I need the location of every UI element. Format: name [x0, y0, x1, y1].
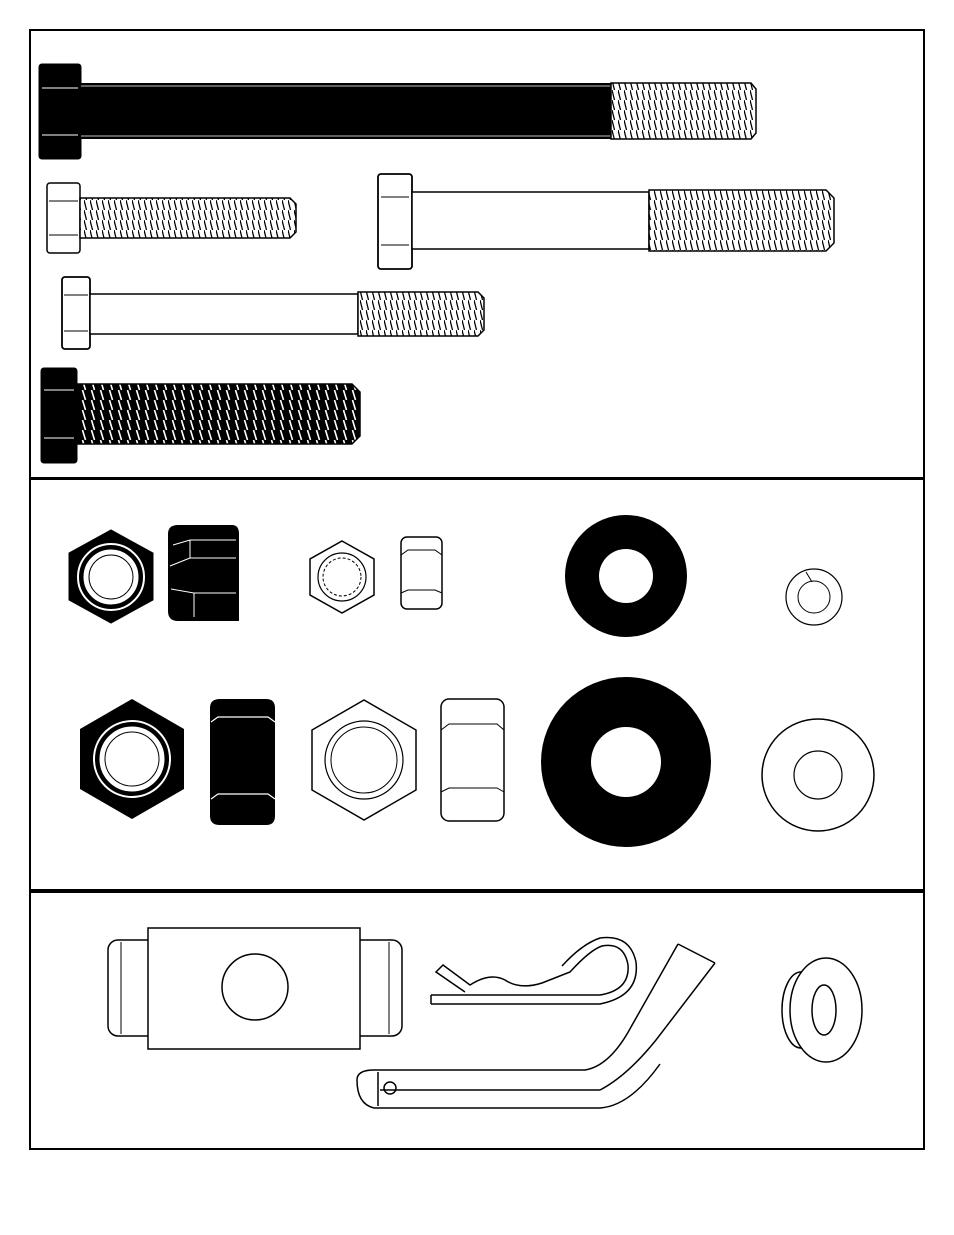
- large-hex-nut: [312, 700, 416, 820]
- large-flat-washer: [762, 719, 874, 831]
- large-black-washer: [541, 677, 711, 847]
- large-lock-nut: [80, 699, 184, 819]
- small-threaded-bolt: [47, 183, 296, 253]
- small-hex-nut-side: [401, 537, 442, 609]
- large-lock-nut-side: [210, 699, 275, 825]
- large-black-bolt: [39, 64, 756, 159]
- hairpin-clip: [431, 938, 636, 1005]
- grommet: [782, 958, 862, 1062]
- black-coarse-bolt: [41, 368, 360, 463]
- bent-pin: [357, 944, 715, 1108]
- small-lock-nut: [69, 530, 153, 623]
- small-lock-washer: [786, 569, 842, 625]
- medium-shank-bolt: [62, 277, 484, 349]
- small-black-washer: [565, 515, 687, 637]
- small-hex-nut: [310, 541, 374, 613]
- hitch-pin-block: [108, 928, 402, 1049]
- small-lock-nut-side: [168, 525, 239, 621]
- long-shank-bolt: [378, 174, 834, 269]
- large-hex-nut-side: [441, 699, 504, 821]
